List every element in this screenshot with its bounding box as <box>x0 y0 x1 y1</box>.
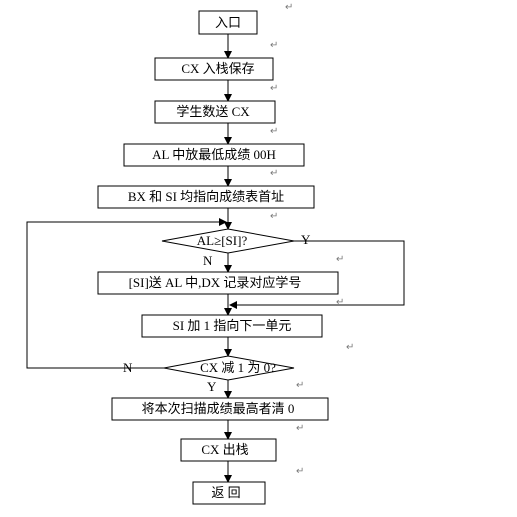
node-dec-cx-label: CX 减 1 为 0? <box>200 360 276 375</box>
label-compare-no: N <box>203 253 213 268</box>
node-push-cx: CX 入栈保存 <box>154 57 274 81</box>
paragraph-mark-icon: ↵ <box>270 168 278 179</box>
paragraph-mark-icon: ↵ <box>336 254 344 265</box>
paragraph-mark-icon: ↵ <box>296 466 304 477</box>
label-loop-no: N <box>123 360 133 375</box>
node-dec-cx: CX 减 1 为 0? <box>163 355 295 381</box>
node-set-pointers-label: BX 和 SI 均指向成绩表首址 <box>128 189 284 204</box>
paragraph-mark-icon: ↵ <box>270 126 278 137</box>
paragraph-mark-icon: ↵ <box>346 342 354 353</box>
node-inc-si: SI 加 1 指向下一单元 <box>141 314 323 338</box>
node-push-cx-label: CX 入栈保存 <box>181 61 254 76</box>
node-return: 返 回 <box>192 481 266 505</box>
paragraph-marks: ↵ ↵ ↵ ↵ ↵ ↵ ↵ ↵ ↵ ↵ ↵ ↵ <box>270 2 354 477</box>
paragraph-mark-icon: ↵ <box>285 2 293 13</box>
node-inc-si-label: SI 加 1 指向下一单元 <box>173 318 292 333</box>
paragraph-mark-icon: ↵ <box>270 40 278 51</box>
paragraph-mark-icon: ↵ <box>270 211 278 222</box>
node-entry-label: 入口 <box>215 15 241 30</box>
node-return-label: 返 回 <box>211 485 240 500</box>
paragraph-mark-icon: ↵ <box>296 380 304 391</box>
node-clear-max: 将本次扫描成绩最高者清 0 <box>111 397 329 421</box>
node-count-to-cx: 学生数送 CX <box>154 100 276 124</box>
node-al-init: AL 中放最低成绩 00H <box>123 143 305 167</box>
node-record-label: [SI]送 AL 中,DX 记录对应学号 <box>129 275 302 290</box>
node-record: [SI]送 AL 中,DX 记录对应学号 <box>97 271 339 295</box>
node-compare-label: AL≥[SI]? <box>197 233 248 248</box>
label-compare-yes: Y <box>301 232 311 247</box>
label-loop-yes: Y <box>207 379 217 394</box>
paragraph-mark-icon: ↵ <box>270 83 278 94</box>
arrow-compare-yes-bypass <box>229 240 405 309</box>
node-pop-cx-label: CX 出栈 <box>201 442 248 457</box>
node-al-init-label: AL 中放最低成绩 00H <box>152 147 276 162</box>
paragraph-mark-icon: ↵ <box>296 423 304 434</box>
node-pop-cx: CX 出栈 <box>180 438 277 462</box>
node-clear-max-label: 将本次扫描成绩最高者清 0 <box>142 401 295 416</box>
paragraph-mark-icon: ↵ <box>336 297 344 308</box>
node-set-pointers: BX 和 SI 均指向成绩表首址 <box>97 185 315 209</box>
node-compare: AL≥[SI]? <box>161 228 295 254</box>
node-entry: 入口 <box>198 10 258 35</box>
arrow-loop-back <box>26 218 227 369</box>
node-count-to-cx-label: 学生数送 CX <box>176 104 250 119</box>
